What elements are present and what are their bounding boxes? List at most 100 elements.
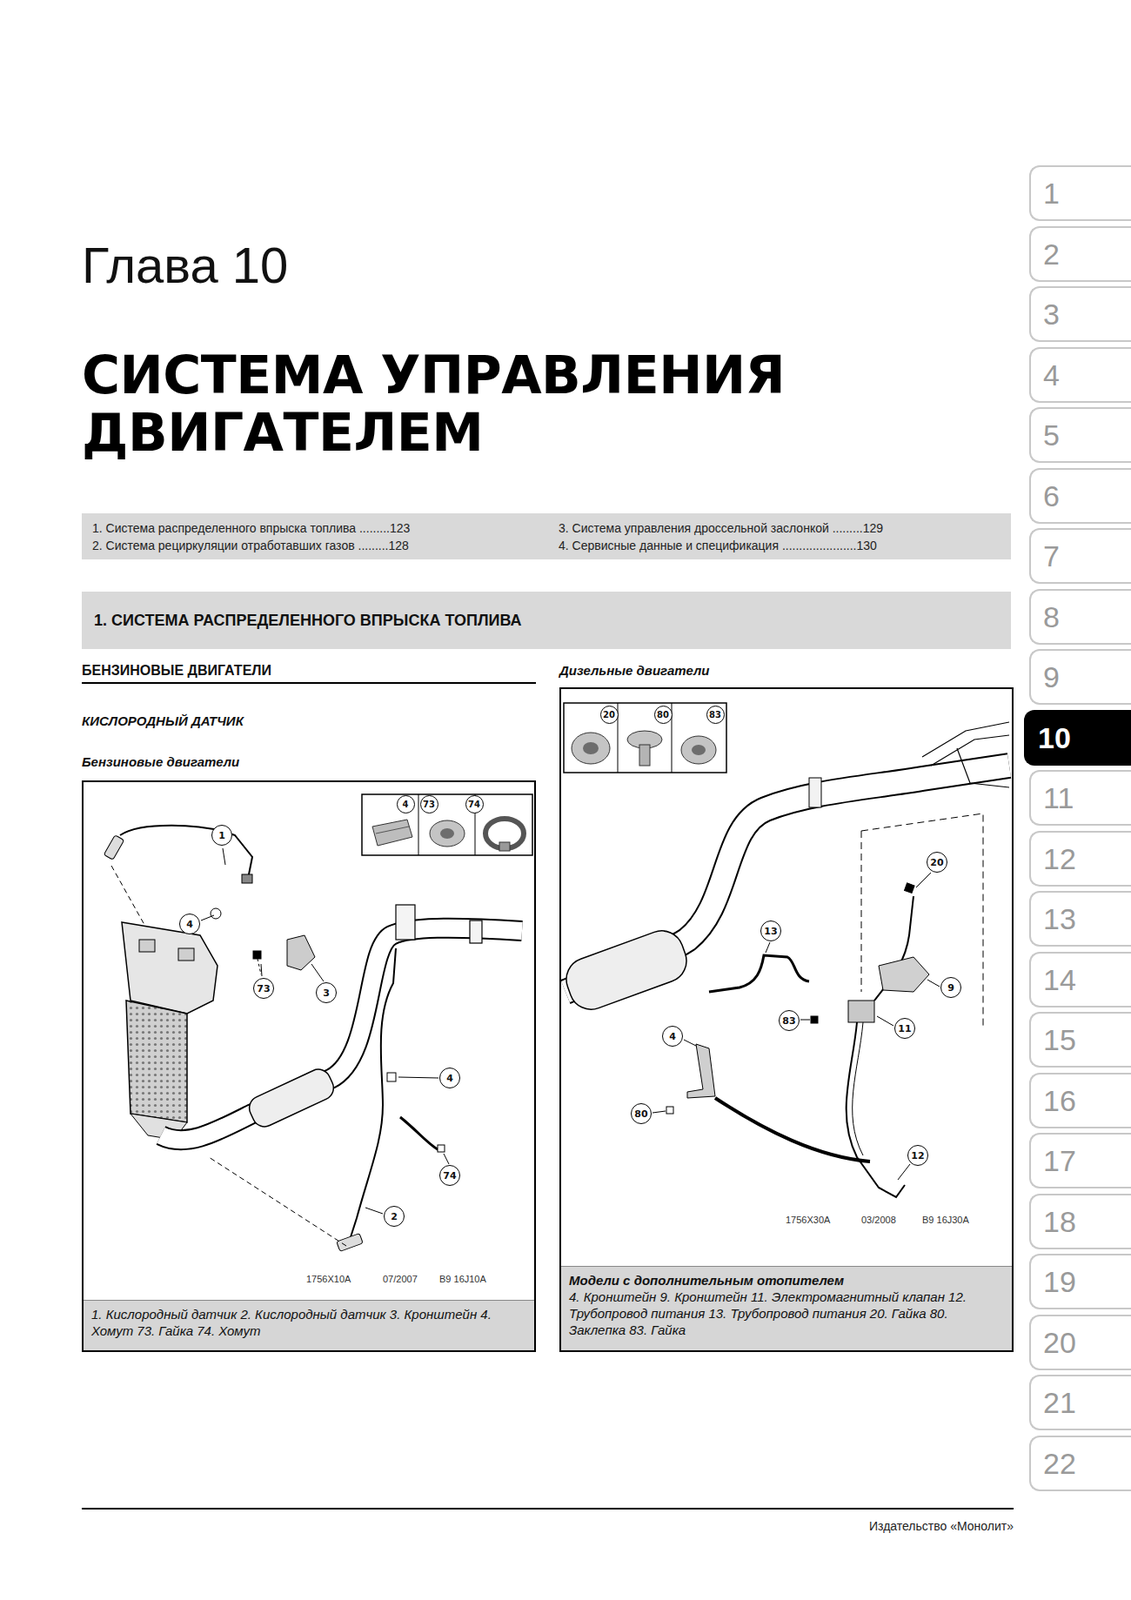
exhaust-illustration-petrol	[103, 825, 522, 1252]
node-text: 13	[763, 925, 777, 937]
section-heading: Дизельные двигатели	[559, 662, 710, 678]
node-text: 9	[947, 982, 955, 994]
exhaust-illustration-diesel	[560, 722, 1010, 1198]
callout-number: 73	[253, 977, 275, 999]
node-text: 2	[1043, 237, 1060, 272]
node-text: 3	[322, 987, 330, 999]
figure-frame: 1756X30A03/2008B9 16J30A2080832013911834…	[559, 687, 1014, 1352]
part-callout: 74	[465, 795, 484, 814]
node-text: 4	[446, 1072, 454, 1085]
chapter-tab: 12	[1029, 830, 1131, 887]
drawing-code: 1756X10A	[306, 1273, 351, 1285]
node-text: 4	[1043, 358, 1060, 393]
callout-number: 4	[439, 1067, 461, 1089]
drawing-code: 1756X30A	[785, 1214, 830, 1225]
node-text: 14	[1043, 963, 1077, 998]
callout-number: 13	[760, 920, 782, 942]
chapter-tab: 7	[1029, 528, 1131, 584]
subsection-heading: Бензиновые двигатели	[81, 754, 240, 770]
node-text: 2	[390, 1211, 398, 1223]
parts-box	[361, 794, 533, 856]
callout-number: 80	[630, 1103, 652, 1125]
callout-number: 12	[907, 1144, 929, 1166]
node-text: 74	[442, 1170, 456, 1182]
chapter-tab: 4	[1029, 347, 1131, 403]
chapter-tab: 9	[1029, 649, 1131, 705]
publisher-footer: Издательство «Монолит»	[869, 1519, 1014, 1533]
callout-number: 4	[662, 1025, 683, 1047]
chapter-tab: 18	[1029, 1193, 1131, 1250]
chapter-tab: 21	[1029, 1374, 1131, 1431]
figure-frame: 1756X10A07/2007B9 16J10A473741473347421.…	[81, 780, 536, 1352]
node-text: 83	[709, 709, 722, 720]
figure-caption: 1. Кислородный датчик 2. Кислородный дат…	[83, 1299, 535, 1351]
chapter-tab: 19	[1029, 1253, 1131, 1310]
node-text: 20	[1043, 1325, 1077, 1360]
node-text: 17	[1043, 1144, 1077, 1178]
node-text: 20	[930, 856, 944, 869]
node-text: 12	[1043, 842, 1077, 877]
chapter-tab: 6	[1029, 468, 1131, 524]
part-callout: 20	[600, 705, 619, 724]
node-text: 1. СИСТЕМА РАСПРЕДЕЛЕННОГО ВПРЫСКА ТОПЛИ…	[93, 611, 522, 630]
node-text: 1. Система распределенного впрыска топли…	[92, 520, 536, 538]
drawing-code: 03/2008	[861, 1214, 897, 1225]
chapter-tab: 17	[1029, 1132, 1131, 1189]
callout-number: 2	[383, 1205, 405, 1227]
node-text: 16	[1043, 1084, 1077, 1118]
node-text: 6	[1043, 479, 1060, 514]
caption-text: 4. Кронштейн 9. Кронштейн 11. Электромаг…	[568, 1288, 1004, 1339]
callout-number: 4	[179, 913, 201, 935]
node-text: 3	[1043, 297, 1060, 332]
footer-rule	[81, 1507, 1014, 1510]
node-text: 80	[634, 1108, 648, 1120]
node-text: 4	[669, 1030, 676, 1043]
node-text: 11	[1043, 781, 1074, 816]
contents-band: 1. Система распределенного впрыска топли…	[81, 513, 1011, 560]
leader-lines	[200, 848, 449, 1214]
node-text: 74	[468, 799, 481, 810]
chapter-tab: 10	[1023, 709, 1131, 766]
callout-number: 1	[211, 824, 233, 846]
caption-text: 1. Кислородный датчик 2. Кислородный дат…	[91, 1305, 527, 1339]
node-text: 3. Система управления дроссельной заслон…	[558, 520, 1003, 538]
node-text: 7	[1043, 539, 1060, 574]
node-text: 19	[1043, 1264, 1077, 1299]
chapter-tab: 2	[1029, 226, 1131, 282]
chapter-label: Глава 10	[81, 236, 288, 295]
part-callout: 80	[654, 705, 673, 724]
node-text: 4	[186, 918, 194, 931]
figure-caption: Модели с дополнительным отопителем4. Кро…	[561, 1265, 1012, 1351]
node-text: 83	[782, 1015, 796, 1027]
chapter-tab: 16	[1029, 1072, 1131, 1129]
chapter-tab: 1	[1029, 165, 1131, 221]
chapter-tab: 3	[1029, 286, 1131, 342]
drawing-code: B9 16J30A	[922, 1214, 970, 1225]
node-text: 4	[402, 799, 409, 810]
node-text: 15	[1043, 1023, 1077, 1058]
chapter-tab: 5	[1029, 407, 1131, 463]
section-heading: БЕНЗИНОВЫЕ ДВИГАТЕЛИ	[81, 662, 272, 679]
callout-number: 3	[315, 982, 337, 1004]
chapter-tab: 13	[1029, 890, 1131, 947]
node-text: 4. Сервисные данные и спецификация .....…	[558, 537, 1003, 556]
node-text: 2. Система рециркуляции отработавших газ…	[92, 537, 536, 556]
section-band: 1. СИСТЕМА РАСПРЕДЕЛЕННОГО ВПРЫСКА ТОПЛИ…	[81, 591, 1011, 650]
node-text: 21	[1043, 1385, 1077, 1420]
drawing-code: B9 16J10A	[439, 1273, 487, 1285]
leader-lines	[652, 872, 940, 1180]
node-text: 73	[422, 799, 435, 810]
node-text: 20	[602, 709, 616, 720]
node-text: 1	[218, 829, 226, 842]
node-text: 13	[1043, 902, 1077, 937]
underline	[81, 682, 536, 684]
callout-number: 9	[940, 977, 962, 998]
part-callout: 73	[420, 795, 439, 814]
node-text: 5	[1043, 418, 1060, 453]
chapter-tab: 8	[1029, 588, 1131, 645]
node-text: 12	[910, 1150, 924, 1162]
node-text: 8	[1043, 600, 1060, 635]
node-text: 18	[1043, 1204, 1077, 1239]
node-text: 1	[1043, 176, 1060, 211]
